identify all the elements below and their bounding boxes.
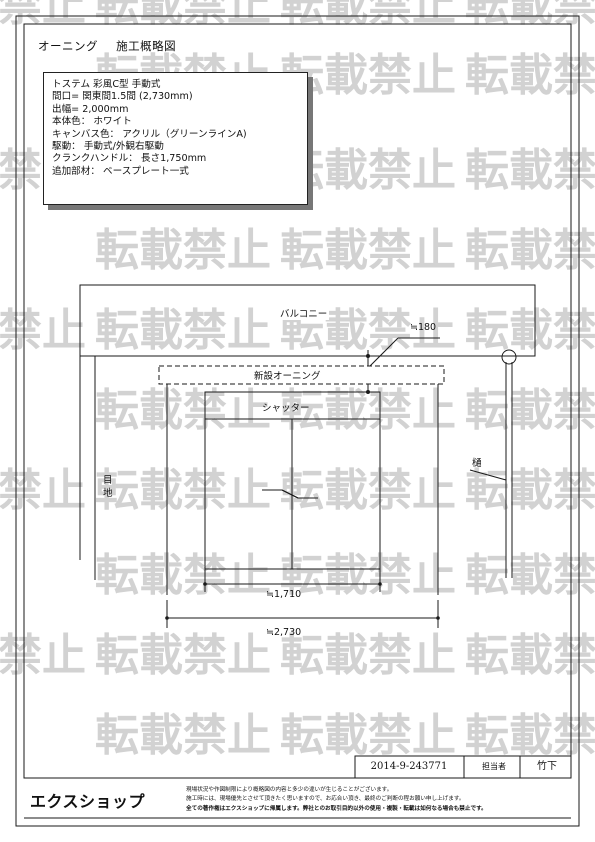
watermark-text: 転載禁止 <box>280 465 456 516</box>
watermark-text: 転載禁止 <box>280 630 456 681</box>
title-main: オーニング <box>38 39 98 53</box>
balcony-label: バルコニー <box>278 306 330 320</box>
spec-line: 駆動： 手動式/外観右駆動 <box>52 141 164 153</box>
note-line: 全ての著作権はエクスショップに帰属します。弊社とのお取引目的以外の使用・複製・転… <box>186 805 487 812</box>
title-sub: 施工概略図 <box>116 39 177 53</box>
footer-notes: 現場状況や作図制限により概略図の内容と多少の違いが生じることがございます。 施工… <box>186 786 487 814</box>
note-line: 施工時には、現場優先とさせて頂きたく思いますので、お応合い頂き、最終のご判断の程… <box>186 796 465 803</box>
joint-label: 目地 <box>103 475 113 499</box>
awning-label: 新設オーニング <box>252 368 323 382</box>
watermark-text: 転載禁止 <box>0 305 86 356</box>
watermark-text: 転載禁止 <box>95 305 271 356</box>
watermark-text: 転載禁止 <box>465 0 595 31</box>
watermark-text: 転載禁止 <box>95 225 271 276</box>
spec-line: キャンバス色： アクリル（グリーンラインA) <box>52 128 247 140</box>
shutter-label: シャッター <box>262 403 310 414</box>
watermark-text: 転載禁止 <box>465 550 595 601</box>
gutter-head <box>501 349 517 365</box>
watermark-text: 転載禁止 <box>280 225 456 276</box>
watermark-text: 転載禁止 <box>95 710 271 761</box>
spec-line: 本体色： ホワイト <box>52 116 132 128</box>
dim-shutter-label: ≒1,710 <box>266 589 302 600</box>
watermark-text: 転載禁止 <box>280 550 456 601</box>
watermark-text: 転載禁止 <box>465 465 595 516</box>
watermark-text: 転載禁止 <box>95 630 271 681</box>
balcony-shape <box>79 284 536 357</box>
watermark-text: 転載禁止 <box>95 550 271 601</box>
watermark-text: 転載禁止 <box>95 0 271 31</box>
watermark-text: 転載禁止 <box>465 145 595 196</box>
spec-line: トステム 彩風C型 手動式 <box>52 79 161 90</box>
watermark-text: 転載禁止 <box>0 0 86 31</box>
watermark-text: 転載禁止 <box>465 710 595 761</box>
watermark-text: 転載禁止 <box>280 0 456 31</box>
dim-height-label: ≒180 <box>410 322 437 333</box>
company-logo: エクスショップ <box>30 792 146 811</box>
note-line: 現場状況や作図制限により概略図の内容と多少の違いが生じることがございます。 <box>186 787 393 793</box>
dim-awning-label: ≒2,730 <box>266 627 302 638</box>
spec-line: クランクハンドル： 長さ1,750mm <box>52 153 207 165</box>
person-label: 担当者 <box>482 762 506 771</box>
spec-box: トステム 彩風C型 手動式 間口= 関東間1.5間 (2,730mm) 出幅= … <box>43 72 308 205</box>
watermark-text: 転載禁止 <box>465 385 595 436</box>
shutter-body <box>204 418 381 570</box>
watermark-text: 転載禁止 <box>95 385 271 436</box>
watermark-text: 転載禁止 <box>465 50 595 101</box>
gutter-label: 樋 <box>472 458 482 469</box>
watermark-text: 転載禁止 <box>465 305 595 356</box>
watermark-text: 転載禁止 <box>465 630 595 681</box>
watermark-text: 転載禁止 <box>280 710 456 761</box>
watermark-text: 転載禁止 <box>0 465 86 516</box>
drawing-title: オーニング 施工概略図 <box>38 38 190 54</box>
watermark-text: 転載禁止 <box>0 630 86 681</box>
spec-line: 間口= 関東間1.5間 (2,730mm) <box>52 91 193 103</box>
spec-line: 追加部材： ベースプレート一式 <box>52 165 189 177</box>
watermark-text: 転載禁止 <box>465 225 595 276</box>
person-name: 竹下 <box>537 761 557 772</box>
doc-id: 2014-9-243771 <box>370 761 448 772</box>
spec-line: 出幅= 2,000mm <box>52 103 129 115</box>
watermark-text: 転載禁止 <box>95 465 271 516</box>
